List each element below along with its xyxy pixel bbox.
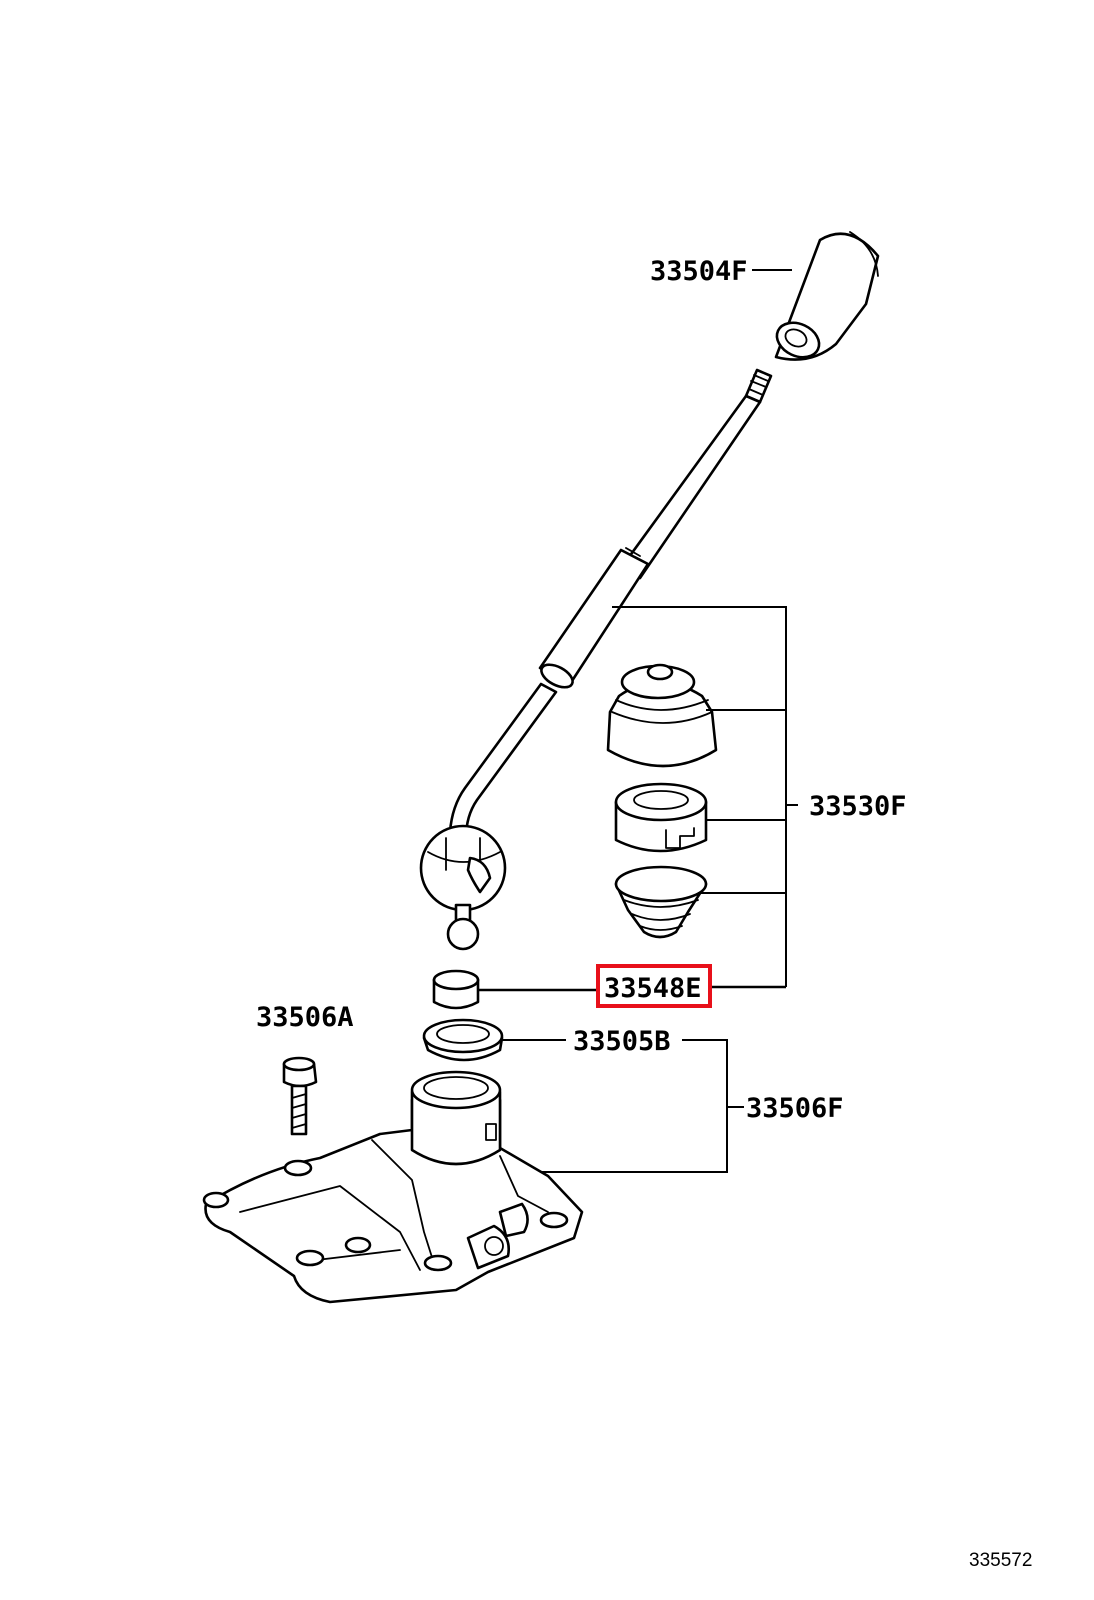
highlight-box bbox=[596, 964, 712, 1008]
label-housing: 33506F bbox=[746, 1093, 844, 1124]
shift-housing[interactable] bbox=[202, 1070, 584, 1304]
label-bolt: 33506A bbox=[256, 1002, 354, 1033]
retainer-ring[interactable] bbox=[422, 1018, 504, 1062]
shift-knob[interactable] bbox=[771, 231, 880, 364]
leader-housing bbox=[540, 1039, 744, 1173]
leader-lever-assy bbox=[612, 606, 798, 987]
label-lever-assy: 33530F bbox=[809, 791, 907, 822]
lever-boot[interactable] bbox=[606, 663, 718, 768]
lever-seat[interactable] bbox=[614, 782, 708, 853]
dust-boot[interactable] bbox=[614, 865, 708, 939]
diagram-ref: 335572 bbox=[969, 1550, 1032, 1571]
label-knob: 33504F bbox=[650, 256, 748, 287]
leader-bushing bbox=[478, 985, 786, 992]
label-bushing[interactable]: 33548E bbox=[604, 973, 702, 1004]
bolt[interactable] bbox=[282, 1056, 318, 1136]
label-retainer: 33505B bbox=[573, 1026, 671, 1057]
shift-lever[interactable] bbox=[419, 368, 773, 951]
bushing[interactable] bbox=[432, 969, 480, 1010]
